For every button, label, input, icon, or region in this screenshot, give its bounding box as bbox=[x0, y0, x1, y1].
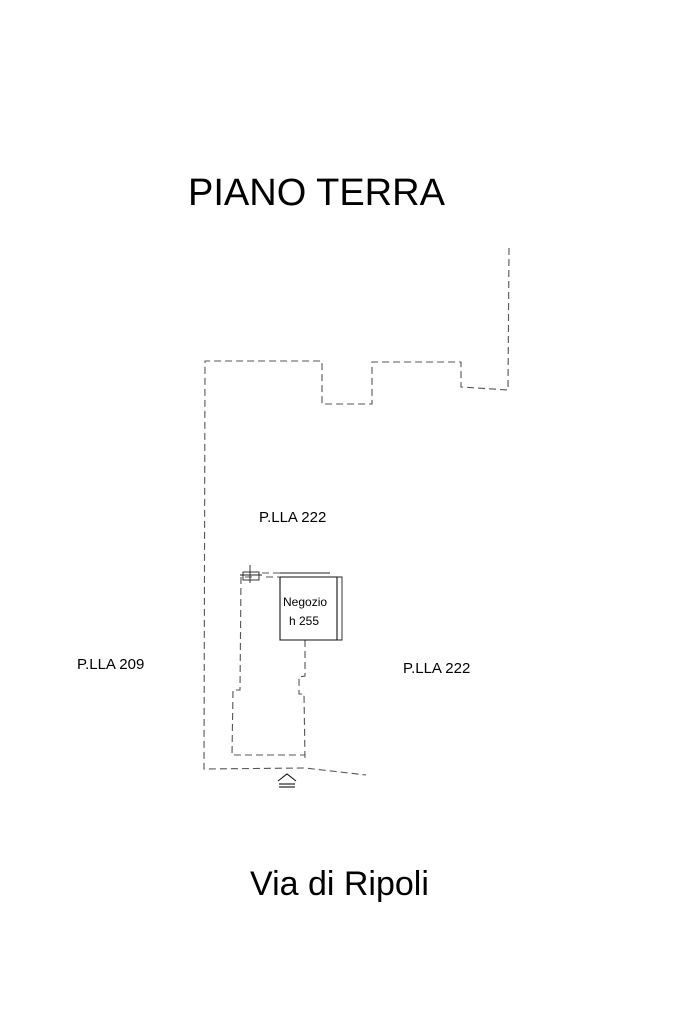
wall-stub-marker bbox=[240, 565, 262, 583]
shop-right-wall bbox=[298, 640, 306, 761]
room-height-label: h 255 bbox=[289, 614, 320, 628]
room-name-label: Negozio bbox=[283, 595, 328, 609]
shop-room-wall-thickness bbox=[280, 572, 343, 641]
lot-boundary bbox=[203, 247, 510, 776]
parcel-label-left: P.LLA 209 bbox=[77, 656, 145, 673]
parcel-label-right: P.LLA 222 bbox=[403, 660, 471, 677]
entrance-arrow-icon bbox=[277, 773, 297, 788]
shop-left-wall bbox=[231, 576, 305, 756]
page-title: PIANO TERRA bbox=[188, 172, 445, 214]
shop-top-wall bbox=[262, 572, 280, 578]
street-name: Via di Ripoli bbox=[250, 865, 429, 903]
parcel-label-top: P.LLA 222 bbox=[259, 509, 327, 526]
